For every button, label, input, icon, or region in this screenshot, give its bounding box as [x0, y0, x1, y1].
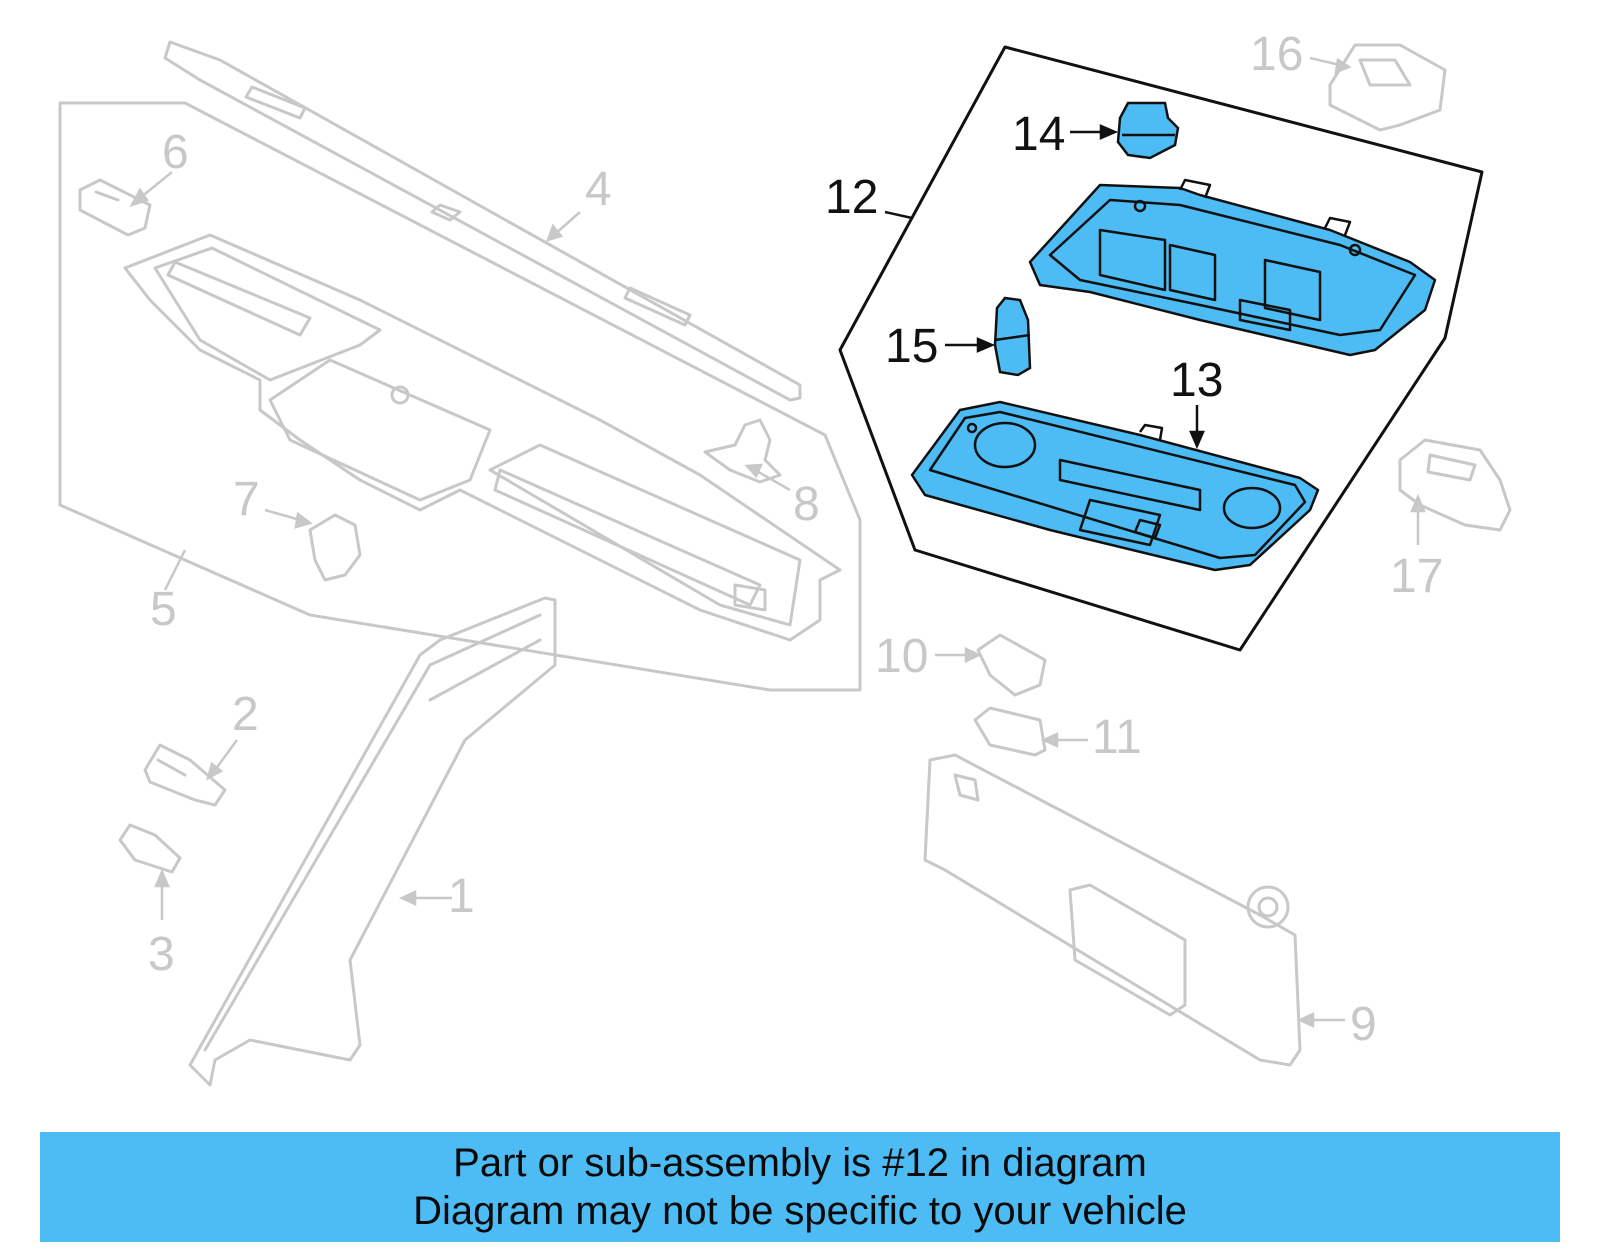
- leader-16: [1309, 56, 1341, 67]
- leader-12: [884, 210, 913, 220]
- callout-1: 1: [448, 870, 475, 923]
- arrowhead-14: [1099, 124, 1119, 140]
- callout-13: 13: [1170, 354, 1223, 407]
- part-12-boundary: [838, 45, 1484, 652]
- leader-5: [163, 549, 187, 591]
- part-8-clip: [703, 418, 782, 484]
- banner-line-2: Diagram may not be specific to your vehi…: [413, 1189, 1187, 1233]
- part-5-trim-panel: [123, 233, 842, 642]
- callout-4: 4: [585, 163, 612, 216]
- part-10-bracket: [976, 633, 1047, 697]
- info-banner: Part or sub-assembly is #12 in diagram D…: [40, 1132, 1560, 1242]
- arrowhead-15: [976, 337, 996, 353]
- part-6-clip: [78, 178, 152, 237]
- part-9-sun-visor: [923, 753, 1302, 1067]
- part-17-switch: [1398, 438, 1512, 532]
- part-12-assembly: [838, 45, 1484, 652]
- leader-7: [264, 508, 301, 522]
- arrowhead-2: [205, 761, 224, 781]
- callout-16: 16: [1250, 28, 1303, 81]
- callout-7: 7: [233, 473, 260, 526]
- part-13-lens-cover: [910, 400, 1320, 572]
- leader-8: [754, 468, 791, 492]
- callout-15: 15: [885, 320, 938, 373]
- arrowhead-1: [399, 890, 417, 906]
- callout-3: 3: [148, 928, 175, 981]
- part-12-upper-housing: [1028, 178, 1437, 357]
- arrowhead-11: [1041, 732, 1059, 748]
- callout-14: 14: [1012, 108, 1065, 161]
- callout-10: 10: [875, 630, 928, 683]
- callout-2: 2: [232, 688, 259, 741]
- part-4-trim-strip: [163, 40, 802, 402]
- leader-2: [213, 739, 239, 771]
- part-3-clip: [118, 823, 182, 874]
- callout-11: 11: [1092, 711, 1142, 764]
- part-2-clip: [143, 743, 227, 807]
- part-14-cap: [1116, 101, 1180, 160]
- leader-6: [139, 171, 173, 199]
- part-11-holder: [973, 706, 1047, 757]
- callout-5: 5: [150, 583, 177, 636]
- leader-4: [554, 211, 581, 235]
- arrowhead-9: [1297, 1012, 1315, 1028]
- banner-line-1: Part or sub-assembly is #12 in diagram: [453, 1141, 1147, 1185]
- arrowhead-3: [154, 868, 170, 888]
- callout-6: 6: [162, 126, 189, 179]
- arrowhead-17: [1410, 493, 1426, 513]
- part-5-boundary: [58, 101, 862, 692]
- part-1-pillar-trim: [188, 596, 557, 1087]
- arrowhead-6: [129, 187, 149, 208]
- part-7-clip: [308, 513, 362, 582]
- arrowhead-4: [545, 223, 564, 242]
- callout-17: 17: [1390, 550, 1443, 603]
- arrowhead-7: [294, 511, 313, 529]
- arrowhead-10: [964, 647, 982, 663]
- arrowhead-16: [1334, 57, 1352, 74]
- part-16-connector: [1328, 43, 1447, 132]
- part-15-bulb: [993, 296, 1032, 377]
- arrowhead-8: [744, 463, 764, 479]
- callout-8: 8: [793, 478, 820, 531]
- arrowhead-13: [1189, 430, 1205, 450]
- callout-12: 12: [825, 171, 878, 224]
- callout-9: 9: [1350, 998, 1377, 1051]
